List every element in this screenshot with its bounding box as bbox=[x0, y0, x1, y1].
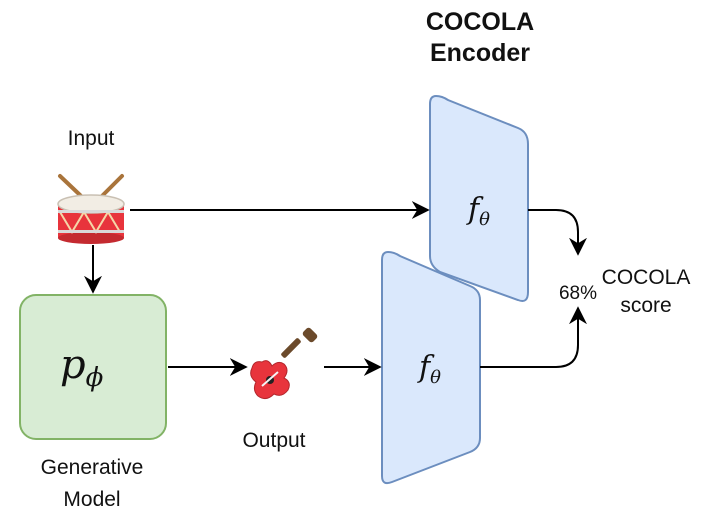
encoder-title: COCOLA Encoder bbox=[380, 8, 580, 68]
drum-icon bbox=[57, 174, 125, 244]
encoder-bottom-symbol-main: f bbox=[419, 350, 431, 385]
encoder-title-line1: COCOLA bbox=[425, 8, 535, 36]
encoder-bottom-symbol-subscript: θ bbox=[430, 367, 441, 388]
electric-guitar-icon bbox=[250, 327, 318, 400]
output-label: Output bbox=[242, 429, 306, 452]
encoder-bottom-symbol: fθ bbox=[419, 350, 441, 388]
generative-model-label: Generative Model bbox=[2, 452, 182, 516]
score-label-line2: score bbox=[620, 294, 672, 317]
generative-model-box bbox=[19, 294, 167, 440]
generative-symbol-main: p bbox=[60, 342, 86, 388]
generative-model-label-line2: Model bbox=[63, 488, 121, 511]
arrow-top-encoder-to-score bbox=[528, 209, 587, 256]
encoder-top-symbol-subscript: θ bbox=[479, 209, 490, 230]
generative-symbol-subscript: ϕ bbox=[85, 363, 104, 393]
encoder-block-bottom bbox=[381, 250, 481, 485]
score-label: COCOLA score bbox=[596, 264, 696, 320]
input-label: Input bbox=[67, 127, 115, 150]
arrow-bottom-encoder-to-score bbox=[480, 306, 587, 368]
encoder-block-top bbox=[429, 94, 529, 302]
generative-model-symbol: pϕ bbox=[60, 342, 103, 393]
encoder-title-line2: Encoder bbox=[429, 39, 531, 67]
score-value: 68% bbox=[558, 283, 598, 304]
encoder-top-symbol: fθ bbox=[468, 192, 490, 230]
generative-model-label-line1: Generative bbox=[40, 456, 144, 479]
encoder-top-symbol-main: f bbox=[468, 192, 480, 227]
score-label-line1: COCOLA bbox=[601, 266, 691, 289]
